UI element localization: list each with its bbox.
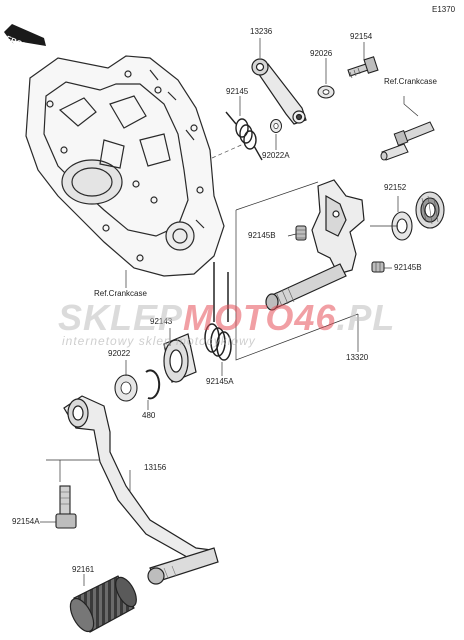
- part-92154-bolt: [347, 56, 379, 79]
- part-13236-lever: [251, 58, 307, 125]
- part-13156-shift-pedal: [63, 395, 219, 585]
- part-92022-washer: [114, 374, 138, 402]
- watermark-brand: SKLEPMOTO46.PL: [58, 297, 396, 338]
- part-92152-bearing: [415, 191, 445, 229]
- callout-92145B-left: 92145B: [248, 231, 276, 240]
- watermark-tagline: internetowy sklep motocyklowy: [62, 334, 256, 348]
- callout-92161: 92161: [72, 565, 95, 574]
- part-92143-collar: [163, 333, 197, 383]
- part-92026-washer: [317, 85, 335, 99]
- callout-ref-crankcase-left: Ref.Crankcase: [94, 289, 147, 298]
- part-92154A-bolt: [55, 485, 77, 529]
- callout-92145: 92145: [226, 87, 249, 96]
- callout-92145B-right: 92145B: [394, 263, 422, 272]
- part-92145B-spring-right: [371, 261, 385, 273]
- callout-480: 480: [142, 411, 156, 420]
- callout-13320: 13320: [346, 353, 369, 362]
- front-arrow-icon: [4, 24, 46, 46]
- part-92161-rubber-grip: [69, 575, 137, 633]
- part-oil-seal: [391, 211, 413, 241]
- diagram-code: E1370: [432, 5, 456, 14]
- part-92022A-washer: [270, 119, 282, 133]
- callout-92145A: 92145A: [206, 377, 234, 386]
- callout-ref-crankcase-top: Ref.Crankcase: [384, 77, 437, 86]
- part-480-circlip: [145, 369, 161, 400]
- crankcase: [25, 55, 225, 277]
- callout-92143: 92143: [150, 317, 173, 326]
- part-92145A-spring: [204, 262, 232, 361]
- part-92145-spring: [225, 111, 263, 161]
- callout-13156: 13156: [144, 463, 167, 472]
- crankcase-stud-bolt: [380, 121, 435, 161]
- callout-92154: 92154: [350, 32, 373, 41]
- callout-92022A: 92022A: [262, 151, 290, 160]
- callout-13236: 13236: [250, 27, 273, 36]
- part-13320-shift-shaft: [265, 179, 365, 311]
- callout-92154A: 92154A: [12, 517, 40, 526]
- part-92145B-spring-left: [295, 225, 307, 241]
- callout-92022: 92022: [108, 349, 131, 358]
- callout-92152: 92152: [384, 183, 407, 192]
- callout-92026: 92026: [310, 49, 333, 58]
- axis-line: [211, 141, 249, 159]
